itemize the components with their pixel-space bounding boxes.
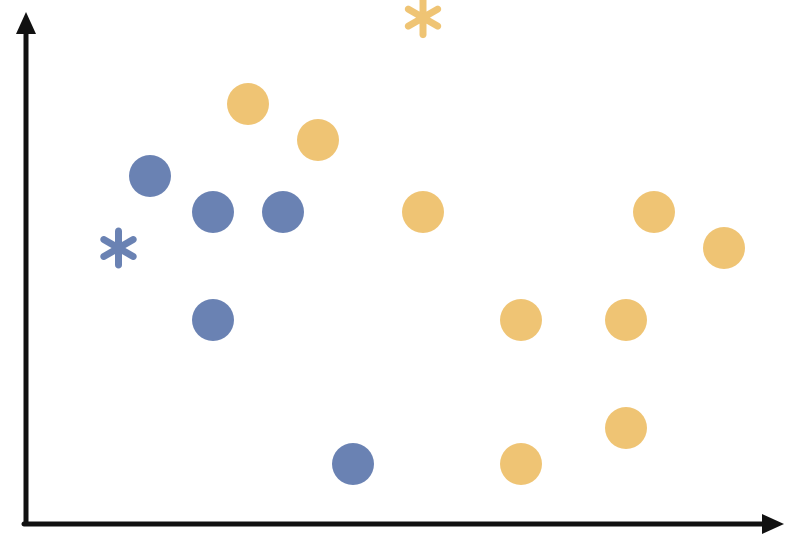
scatter-point-series1-2 (192, 191, 234, 233)
scatter-point-series2-7 (605, 299, 647, 341)
scatter-point-series2-6 (500, 299, 542, 341)
scatter-point-series2-9 (500, 443, 542, 485)
scatter-point-series2-4 (633, 191, 675, 233)
asterisk-marker-series1-1 (100, 227, 137, 269)
data-points (100, 0, 745, 485)
scatter-point-series1-3 (262, 191, 304, 233)
asterisk-stroke (100, 236, 137, 260)
scatter-point-series2-3 (402, 191, 444, 233)
y-axis-arrowhead (16, 12, 36, 34)
scatter-point-series2-2 (297, 119, 339, 161)
asterisk-stroke (404, 5, 442, 30)
scatter-point-series1-4 (192, 299, 234, 341)
axes (16, 12, 784, 534)
asterisk-marker-series2-1 (404, 0, 442, 39)
scatter-point-series1-1 (129, 155, 171, 197)
scatter-point-series2-5 (703, 227, 745, 269)
x-axis-arrowhead (762, 514, 784, 534)
scatter-point-series2-8 (605, 407, 647, 449)
scatter-point-series1-5 (332, 443, 374, 485)
scatter-point-series2-1 (227, 83, 269, 125)
